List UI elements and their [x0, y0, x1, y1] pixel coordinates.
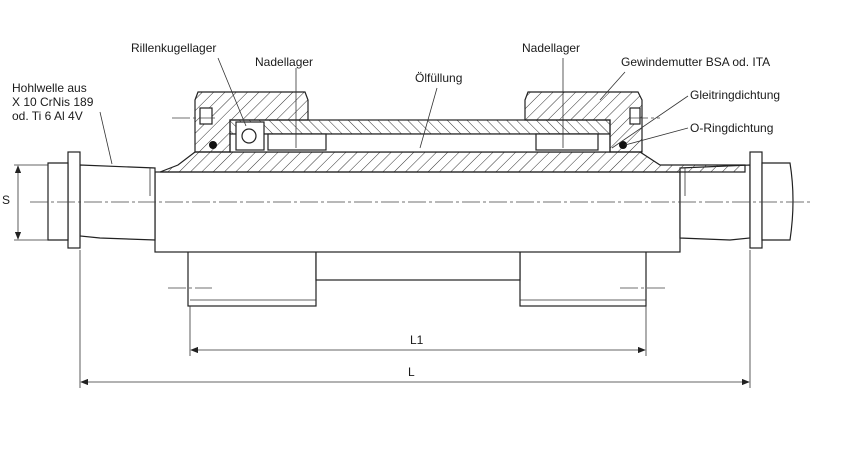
oil-tube: [229, 119, 611, 135]
dimension-l1: L1: [189, 306, 647, 356]
o-ring-left: [209, 141, 217, 149]
outer-sleeve: [159, 151, 746, 173]
leader-lines: [99, 57, 689, 165]
label-threaded-nut: Gewindemutter BSA od. ITA: [621, 55, 770, 69]
dimension-l-label: L: [408, 365, 415, 379]
o-ring-right: [619, 141, 627, 149]
label-hollow-shaft-2: X 10 CrNis 189: [12, 95, 94, 109]
label-ball-bearing: Rillenkugellager: [131, 41, 216, 55]
dimension-s-label: S: [2, 193, 10, 207]
dimension-s: S: [2, 164, 48, 241]
threaded-nut-right: [524, 91, 643, 153]
hollow-shaft: [47, 151, 794, 249]
ball-bearing: [235, 121, 265, 151]
dimension-l1-label: L1: [410, 333, 424, 347]
dimension-l: L: [79, 250, 751, 388]
label-needle-bearing-right: Nadellager: [522, 41, 580, 55]
label-hollow-shaft-3: od. Ti 6 Al 4V: [12, 109, 83, 123]
label-o-ring-seal: O-Ringdichtung: [690, 121, 773, 135]
needle-bearing-left: [267, 133, 327, 151]
label-oil-filling: Ölfüllung: [415, 71, 462, 85]
label-hollow-shaft-1: Hohlwelle aus: [12, 81, 87, 95]
label-needle-bearing-left: Nadellager: [255, 55, 313, 69]
label-mechanical-seal: Gleitringdichtung: [690, 88, 780, 102]
needle-bearing-right: [535, 133, 599, 151]
threaded-nut-left: [194, 91, 309, 153]
roller-body: [154, 171, 681, 307]
